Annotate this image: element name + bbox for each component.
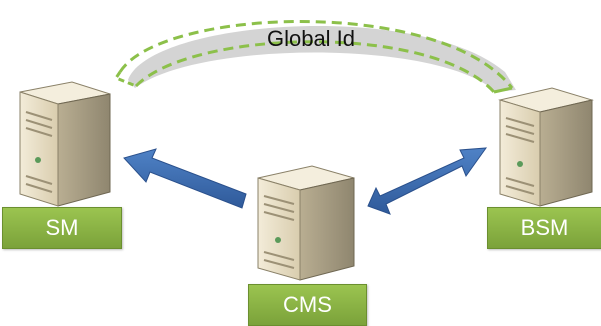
cms-label: CMS [248,284,367,326]
server-sm [19,81,111,207]
global-id-arc-inner [134,40,496,94]
sm-label: SM [2,207,122,249]
arrow-cms-bsm-shape [367,147,488,215]
global-id-arc-outer [118,20,514,89]
arrow-cms-to-sm-shape [123,148,247,209]
global-id-arc-start-cap [113,71,137,88]
arrow-cms-bsm-bidirectional [367,147,488,215]
server-cms [257,165,355,281]
server-bsm [498,87,594,207]
arrow-cms-to-sm [123,148,247,209]
global-id-arc [113,20,516,94]
global-id-arc-shadow [128,25,516,93]
bsm-label: BSM [487,207,601,249]
global-id-arc-end-cap [493,86,513,94]
global-id-label: Global Id [266,26,356,51]
